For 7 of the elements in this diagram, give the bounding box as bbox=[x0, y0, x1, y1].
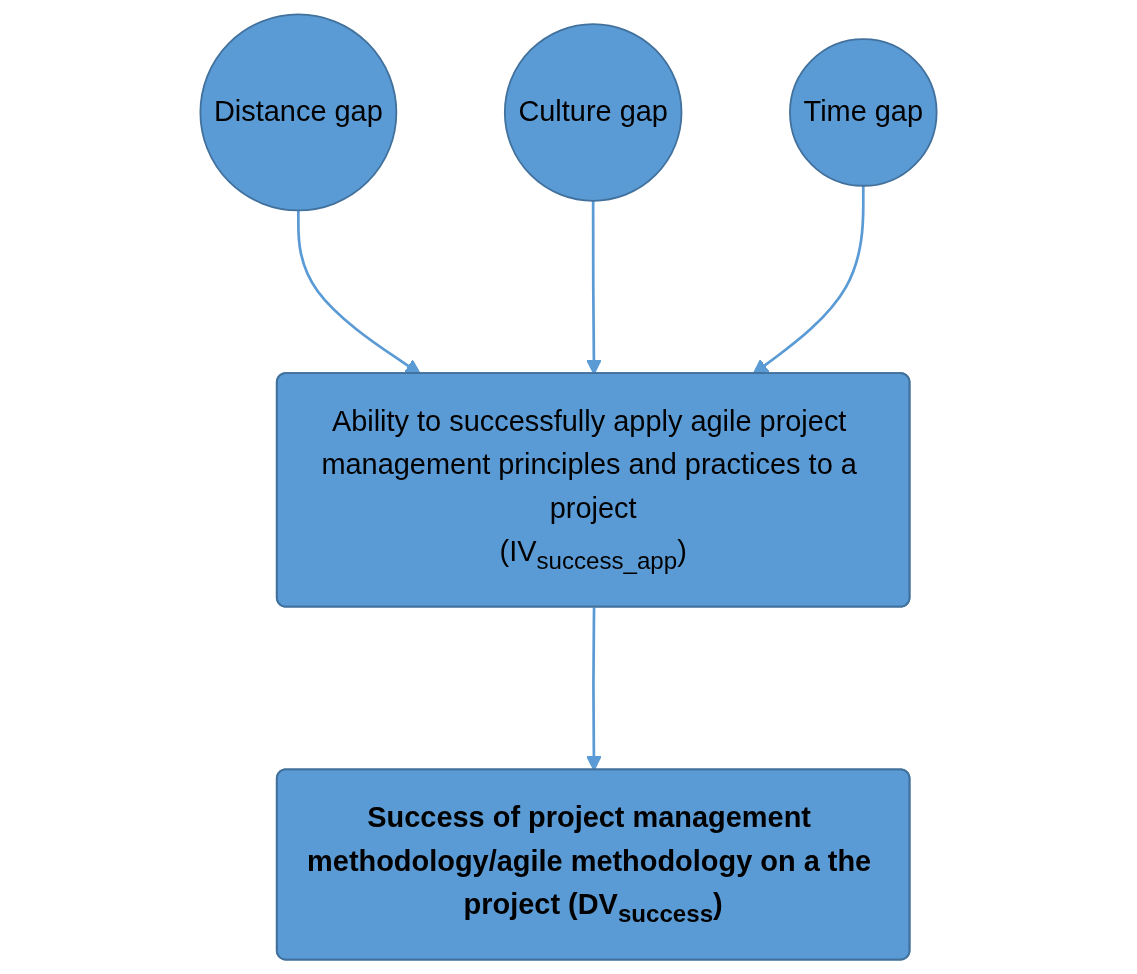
node-circle: Culture gap bbox=[503, 23, 683, 202]
arrow bbox=[752, 185, 865, 375]
arrow bbox=[297, 210, 422, 375]
arrow bbox=[585, 200, 602, 375]
arrow bbox=[585, 607, 602, 771]
node-circle: Time gap bbox=[789, 38, 938, 187]
node-circle: Distance gap bbox=[199, 13, 398, 212]
